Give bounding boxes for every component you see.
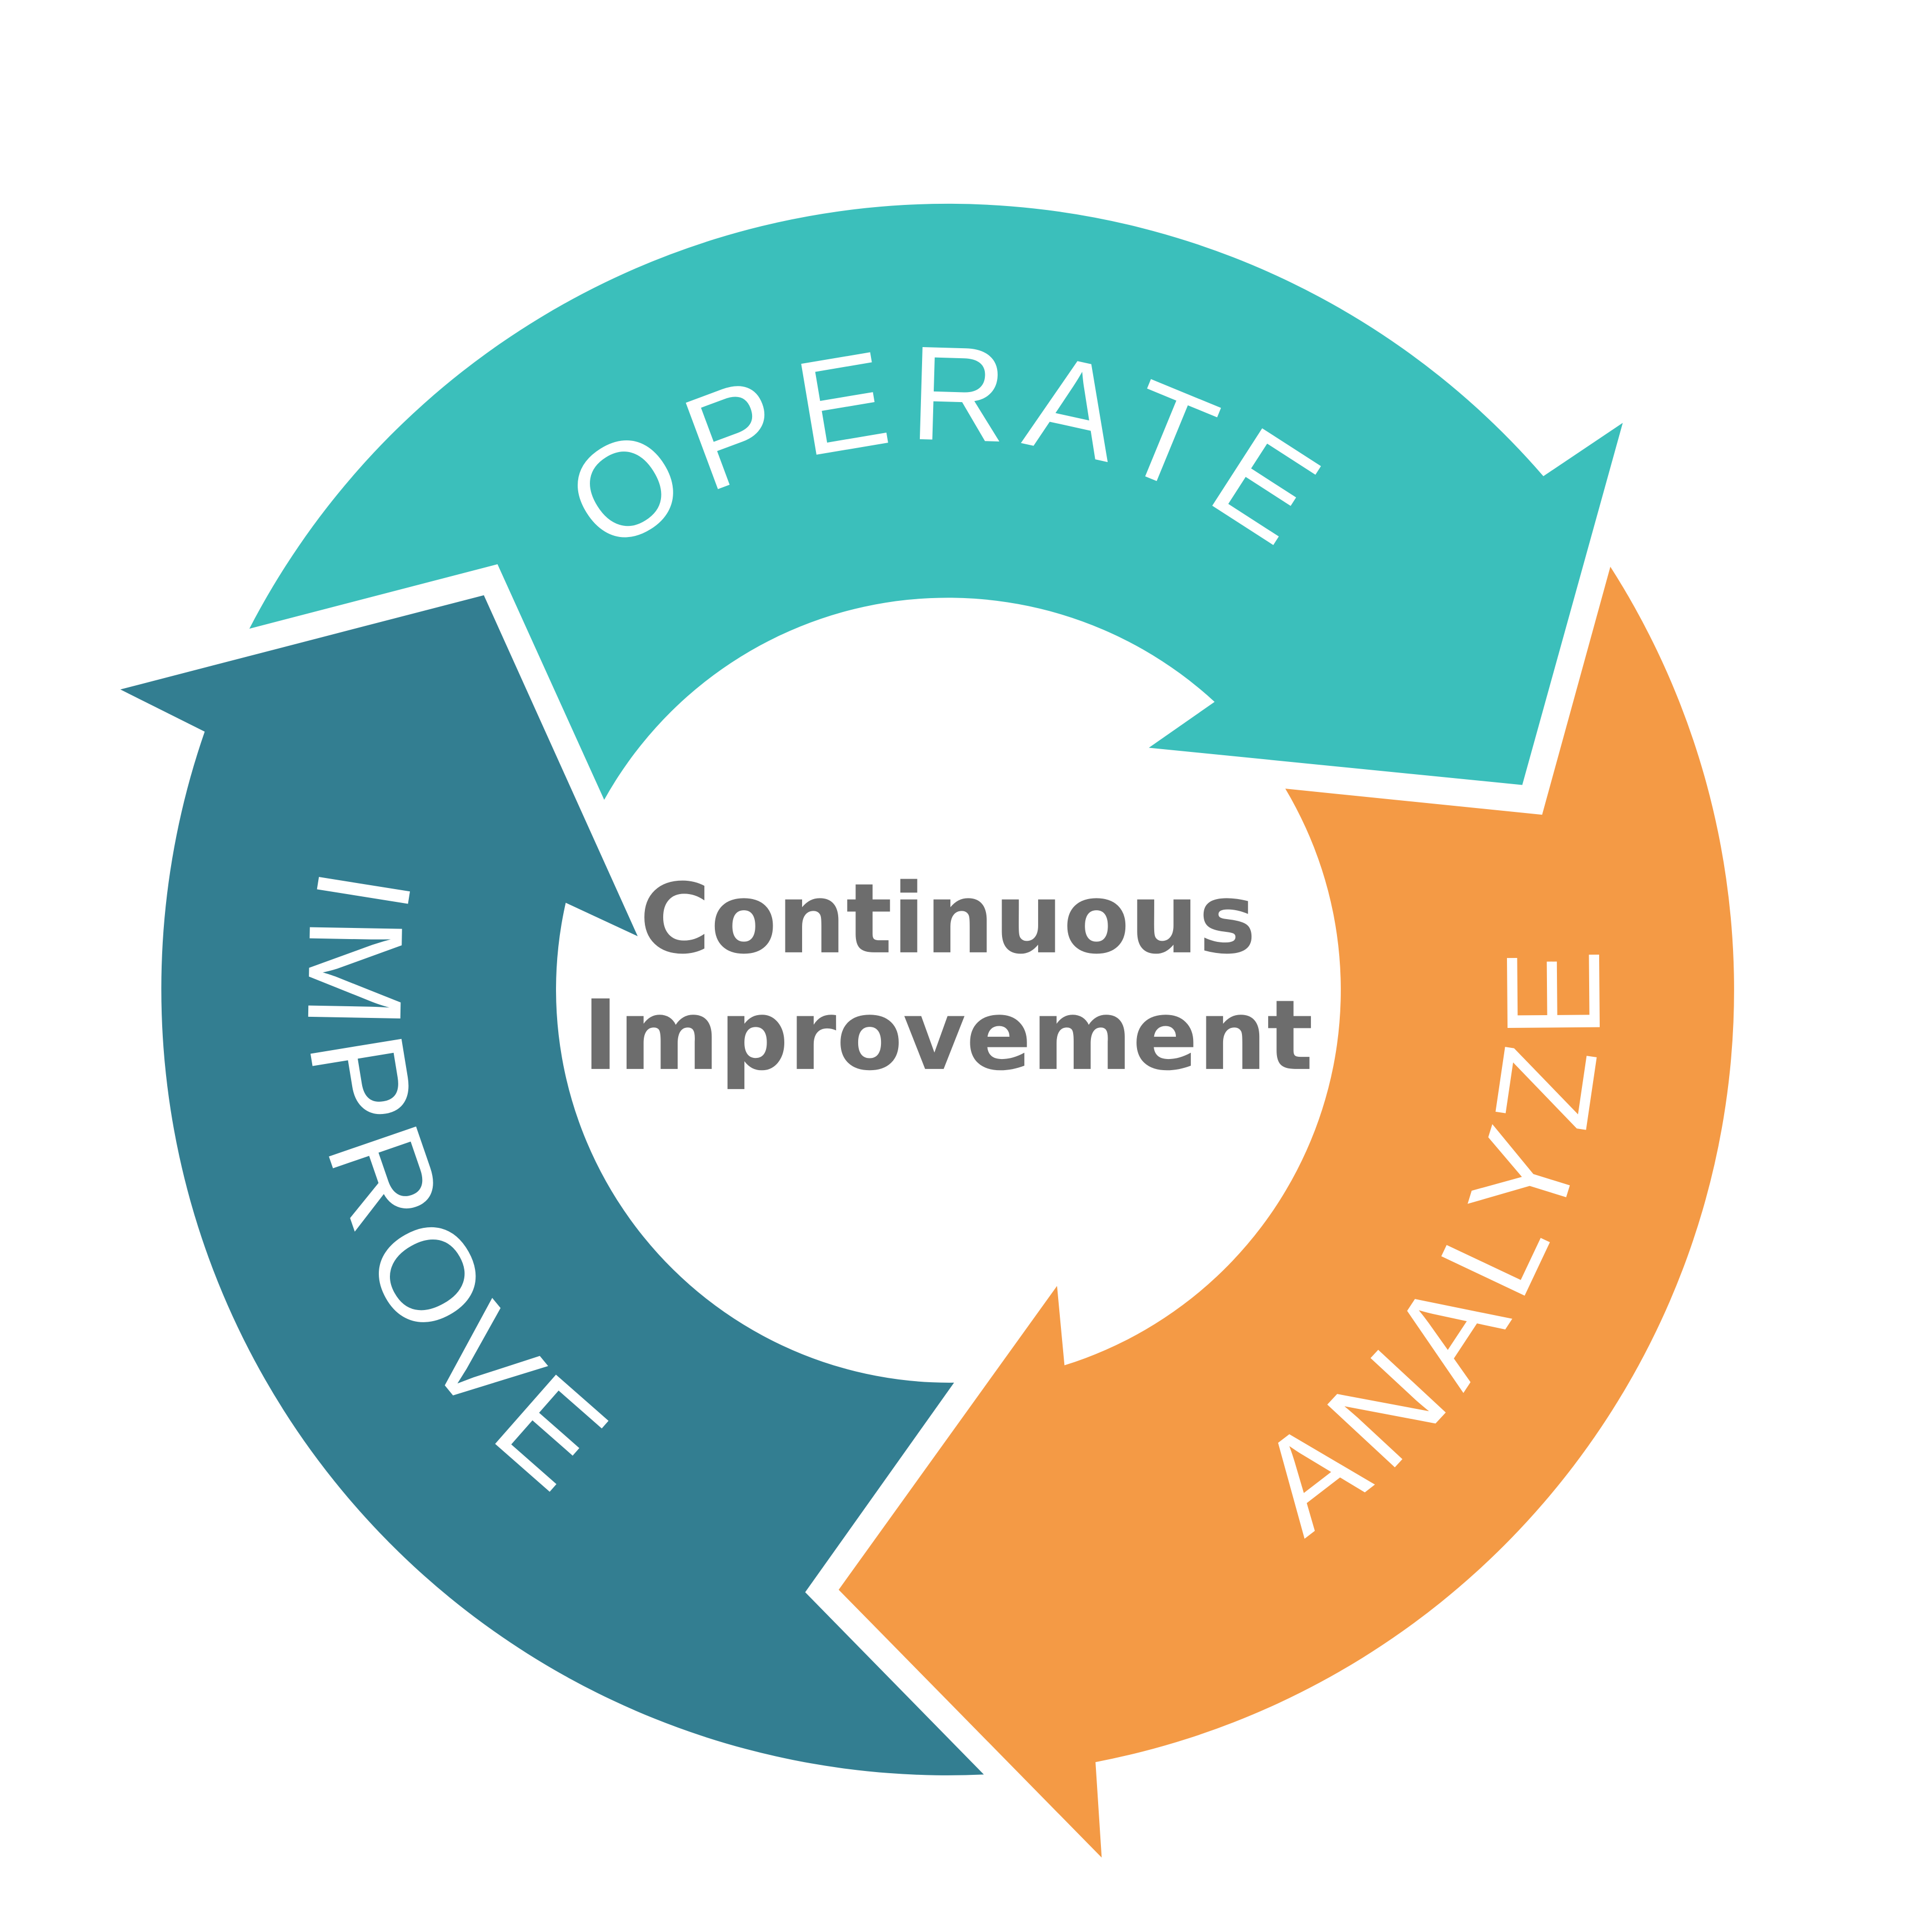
center-title-line2: Improvement <box>583 980 1313 1092</box>
improve-arrow <box>120 595 984 1775</box>
operate-arrow <box>249 203 1623 800</box>
analyze-arrow <box>838 566 1734 1858</box>
center-title-line1: Continuous <box>639 863 1256 976</box>
